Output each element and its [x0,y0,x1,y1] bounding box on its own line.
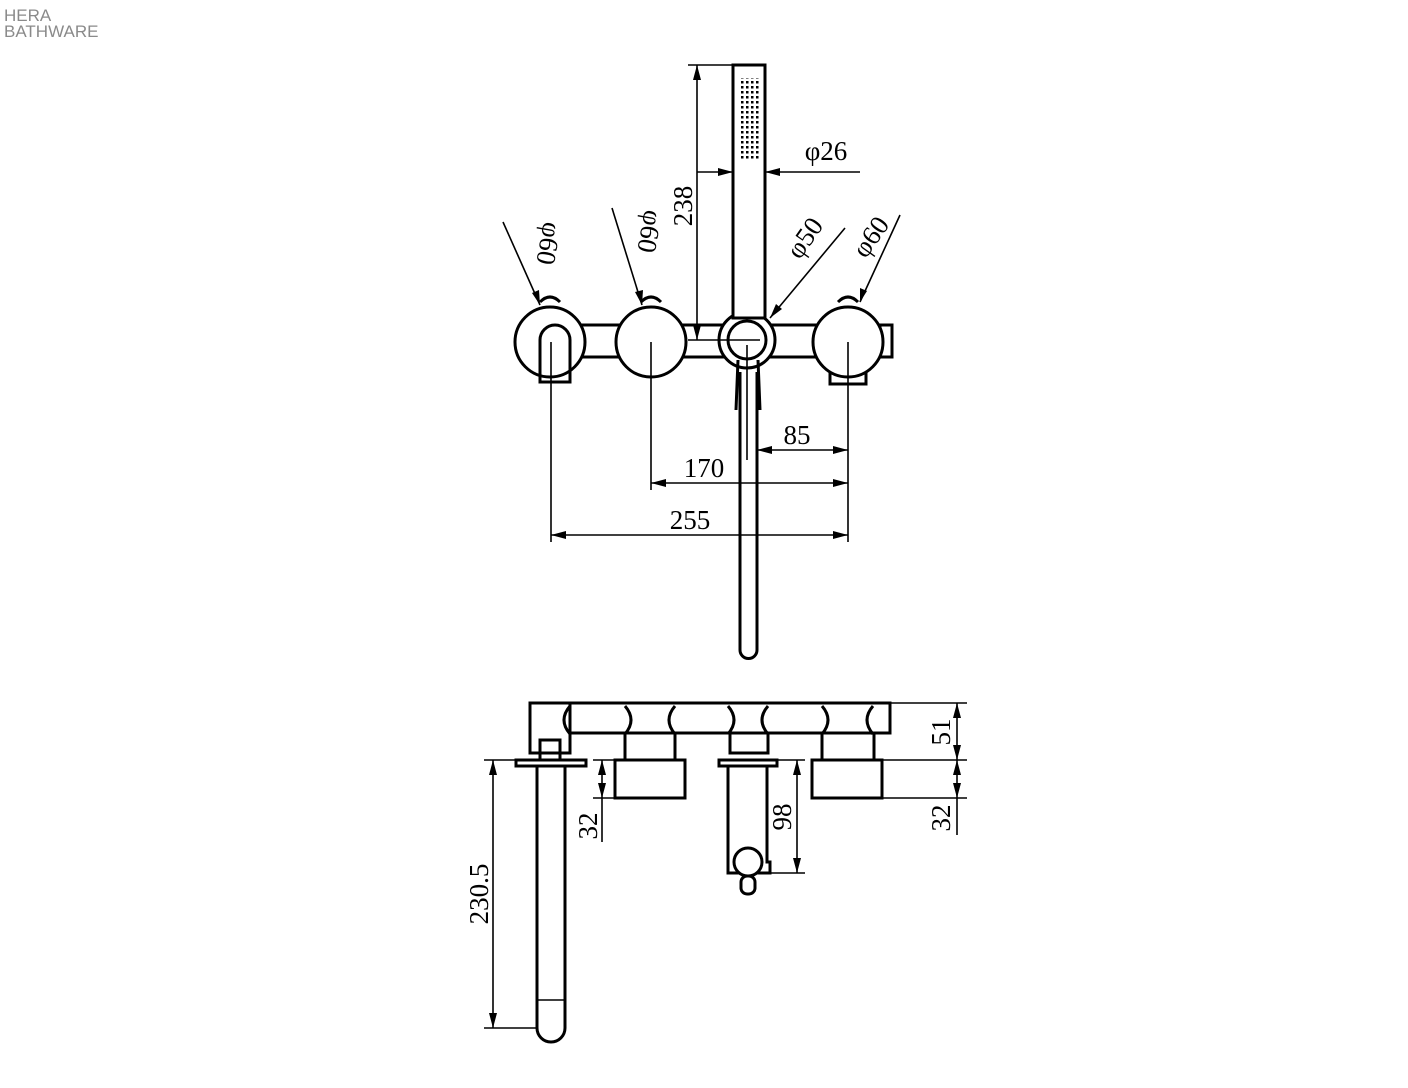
dim-85: 85 [757,420,848,454]
right-handle-stem [820,731,876,762]
dim-phi26: φ26 [697,136,860,176]
center-lines [550,64,849,542]
dim-51-label: 51 [926,719,956,746]
dim-255: 255 [551,505,848,539]
dim-230-5: 230.5 [464,760,497,1028]
extension-lines [484,702,967,1029]
diverter-flange-side [717,758,779,768]
dim-170-label: 170 [684,453,725,483]
logo-line-2: BATHWARE [4,22,99,41]
left-handle-stem [623,731,677,762]
front-view: 238 φ26 φ60 φ60 φ50 φ60 85 [502,63,901,660]
dim-170: 170 [651,453,848,487]
right-handle-plate [810,758,884,800]
dim-255-label: 255 [670,505,711,535]
dim-phi26-label: φ26 [805,136,848,166]
dim-phi60-right-label: φ60 [846,211,895,263]
dim-32-left: 32 [573,760,606,842]
dim-32-left-label: 32 [573,813,603,840]
handle-tab [836,295,860,304]
left-handle-plate [613,758,687,800]
holder-arm [734,359,762,411]
handle-tab [639,295,663,304]
handshower-nozzles [739,78,759,160]
dim-98: 98 [767,760,801,873]
arrowhead [770,304,782,318]
spout-flange [513,305,587,379]
spout-flange-side [514,758,588,768]
holder-hook [739,874,757,896]
dim-238: 238 [668,65,701,340]
spout-body [528,701,572,755]
body-bar-side [528,701,892,735]
dim-98-label: 98 [767,804,797,831]
spout-pipe [535,766,567,1044]
dim-phi60-handle-label: φ60 [631,208,668,255]
arrowhead [860,288,867,302]
dim-phi60-spout-label: φ60 [530,220,567,267]
arrowhead [532,290,540,305]
diverter-stem [728,731,770,755]
dim-238-label: 238 [668,186,698,227]
side-view: 51 32 32 98 230.5 [464,701,967,1044]
hose [738,372,759,660]
diameter-leaders [502,207,901,319]
spout-outlet [538,323,572,384]
dim-51: 51 [926,703,961,760]
dim-85-label: 85 [784,420,811,450]
spout-tab [538,295,562,304]
arrowhead [635,290,643,305]
holder-body [726,766,772,875]
brand-logo: HERA BATHWARE [4,6,99,41]
body-contours [562,705,875,735]
dim-32-right: 32 [926,760,961,835]
logo-line-1: HERA [4,6,52,25]
dim-32-right-label: 32 [926,805,956,832]
dim-230-5-label: 230.5 [464,864,494,925]
holder-knob [732,846,764,878]
